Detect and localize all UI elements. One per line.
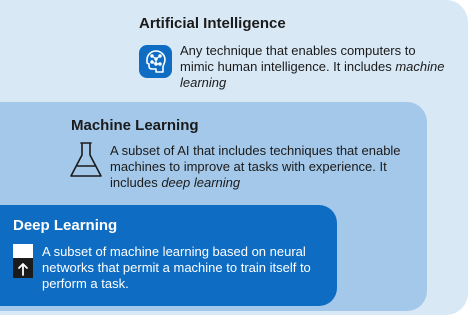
ml-description: A subset of AI that includes techniques … — [110, 143, 401, 190]
ai-description: Any technique that enables computers to … — [180, 43, 445, 90]
brain-circuit-icon — [139, 45, 172, 78]
dl-description: A subset of machine learning based on ne… — [42, 244, 311, 291]
upload-arrow-icon — [13, 244, 33, 278]
flask-icon — [69, 141, 103, 179]
ml-description-emphasis: deep learning — [161, 175, 241, 190]
ai-title: Artificial Intelligence — [139, 15, 286, 32]
dl-layer — [0, 205, 337, 306]
ml-title: Machine Learning — [71, 117, 199, 134]
dl-title: Deep Learning — [13, 217, 118, 234]
ai-description-emphasis: machine learning — [180, 59, 445, 90]
